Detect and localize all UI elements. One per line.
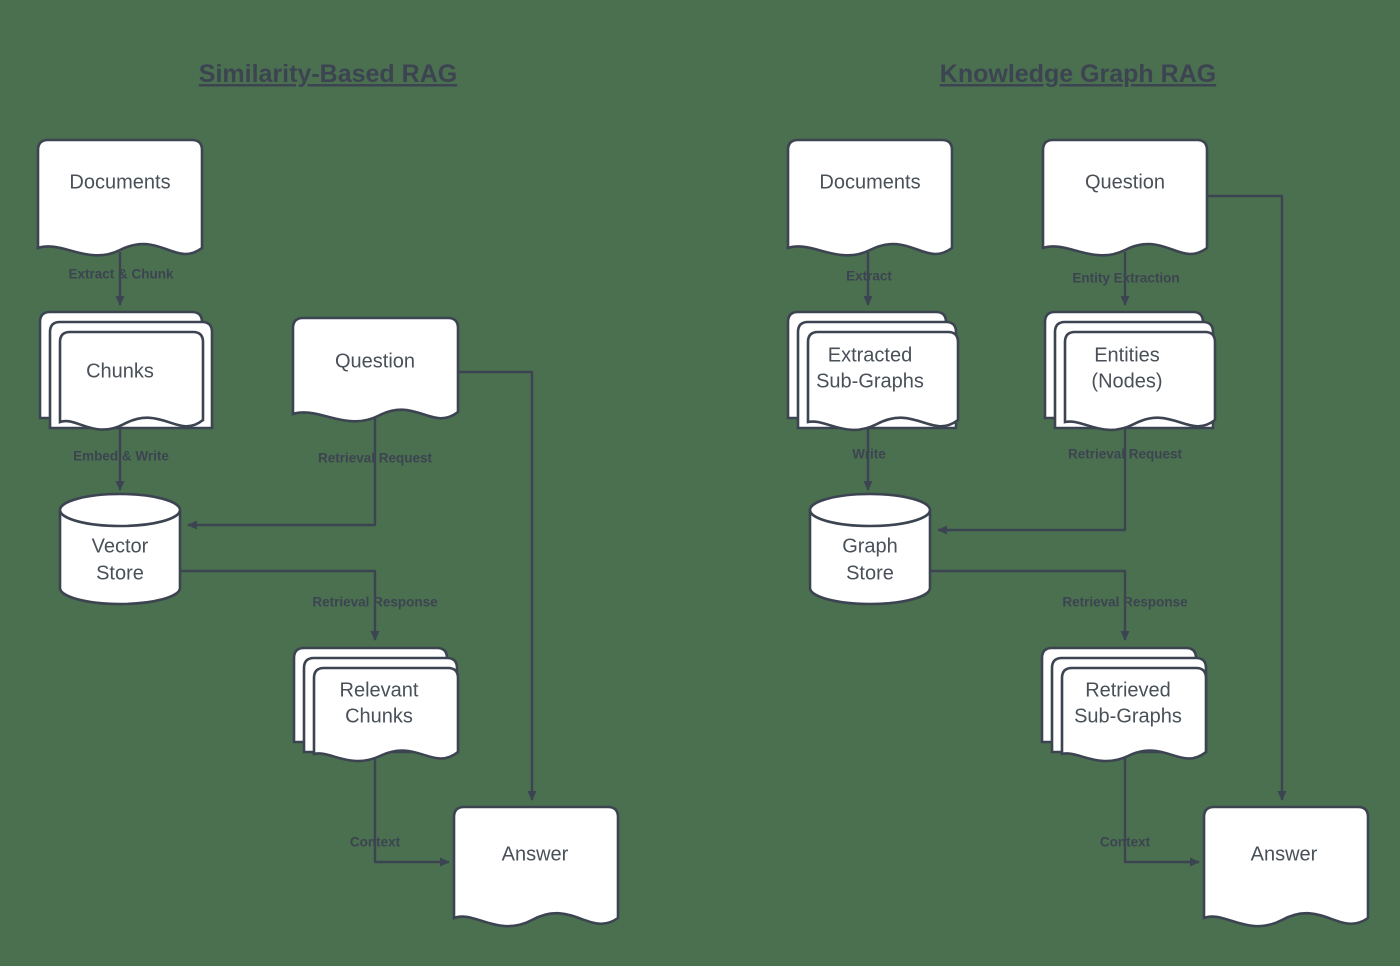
edge-retrieval-request-right-label: Retrieval Request — [1068, 447, 1183, 462]
edge-entity-extraction: Entity Extraction — [1072, 252, 1180, 306]
edge-context-right-label: Context — [1100, 835, 1151, 850]
edge-retrieval-response-right: Retrieval Response — [930, 569, 1188, 641]
node-extracted-subgraphs-label-1: Extracted — [828, 344, 912, 366]
edge-retrieval-response-left: Retrieval Response — [180, 569, 438, 641]
node-documents-right[interactable]: Documents — [786, 138, 954, 257]
node-graph-store-label-2: Store — [846, 562, 894, 584]
edge-embed-and-write: Embed & Write — [73, 427, 169, 491]
node-documents-right-label: Documents — [819, 171, 920, 193]
node-entities-label-1: Entities — [1094, 344, 1160, 366]
node-documents-left[interactable]: Documents — [36, 138, 204, 257]
node-relevant-chunks-label-1: Relevant — [340, 679, 419, 701]
node-retrieved-subgraphs-label-2: Sub-Graphs — [1074, 705, 1182, 727]
edge-retrieval-response-right-label: Retrieval Response — [1062, 595, 1188, 610]
node-extracted-subgraphs-label-2: Sub-Graphs — [816, 370, 924, 392]
node-vector-store[interactable]: Vector Store — [58, 492, 182, 606]
node-chunks[interactable]: Chunks — [38, 310, 214, 431]
edge-question-to-answer-left — [458, 370, 537, 801]
node-retrieved-subgraphs-label-1: Retrieved — [1085, 679, 1171, 701]
edge-extract-and-chunk: Extract & Chunk — [68, 252, 174, 306]
node-graph-store[interactable]: Graph Store — [808, 492, 932, 606]
edge-embed-and-write-label: Embed & Write — [73, 449, 169, 464]
edge-context-left-label: Context — [350, 835, 401, 850]
edge-context-right: Context — [1100, 758, 1200, 867]
node-documents-left-label: Documents — [69, 171, 170, 193]
node-entities[interactable]: Entities (Nodes) — [1043, 310, 1217, 432]
node-question-right[interactable]: Question — [1041, 138, 1209, 257]
node-retrieved-subgraphs[interactable]: Retrieved Sub-Graphs — [1040, 646, 1208, 763]
edge-context-left: Context — [350, 758, 450, 867]
node-relevant-chunks-label-2: Chunks — [345, 705, 413, 727]
edge-retrieval-request-left-label: Retrieval Request — [318, 451, 433, 466]
edge-extract-right: Extract — [846, 252, 892, 306]
node-graph-store-label-1: Graph — [842, 535, 898, 557]
node-relevant-chunks[interactable]: Relevant Chunks — [292, 646, 460, 763]
node-answer-right[interactable]: Answer — [1202, 805, 1370, 928]
node-vector-store-label-1: Vector — [92, 535, 149, 557]
node-vector-store-label-2: Store — [96, 562, 144, 584]
panel-title-similarity: Similarity-Based RAG — [199, 60, 457, 88]
node-question-right-label: Question — [1085, 171, 1165, 193]
node-answer-left[interactable]: Answer — [452, 805, 620, 928]
edge-extract-right-label: Extract — [846, 269, 892, 284]
edge-retrieval-response-left-label: Retrieval Response — [312, 595, 438, 610]
edge-retrieval-request-right: Retrieval Request — [937, 427, 1183, 535]
node-entities-label-2: (Nodes) — [1091, 370, 1162, 392]
panel-title-knowledge-graph: Knowledge Graph RAG — [940, 60, 1216, 88]
node-extracted-subgraphs[interactable]: Extracted Sub-Graphs — [786, 310, 960, 432]
edge-write-label: Write — [852, 447, 886, 462]
node-question-left-label: Question — [335, 350, 415, 372]
node-question-left[interactable]: Question — [291, 316, 460, 423]
edge-question-to-answer-right — [1207, 194, 1287, 801]
edge-entity-extraction-label: Entity Extraction — [1072, 271, 1179, 286]
node-answer-right-label: Answer — [1251, 843, 1318, 865]
node-answer-left-label: Answer — [502, 843, 569, 865]
edge-retrieval-request-left: Retrieval Request — [187, 418, 433, 530]
edge-write: Write — [852, 427, 886, 491]
node-chunks-label: Chunks — [86, 360, 154, 382]
edge-extract-and-chunk-label: Extract & Chunk — [68, 267, 174, 282]
